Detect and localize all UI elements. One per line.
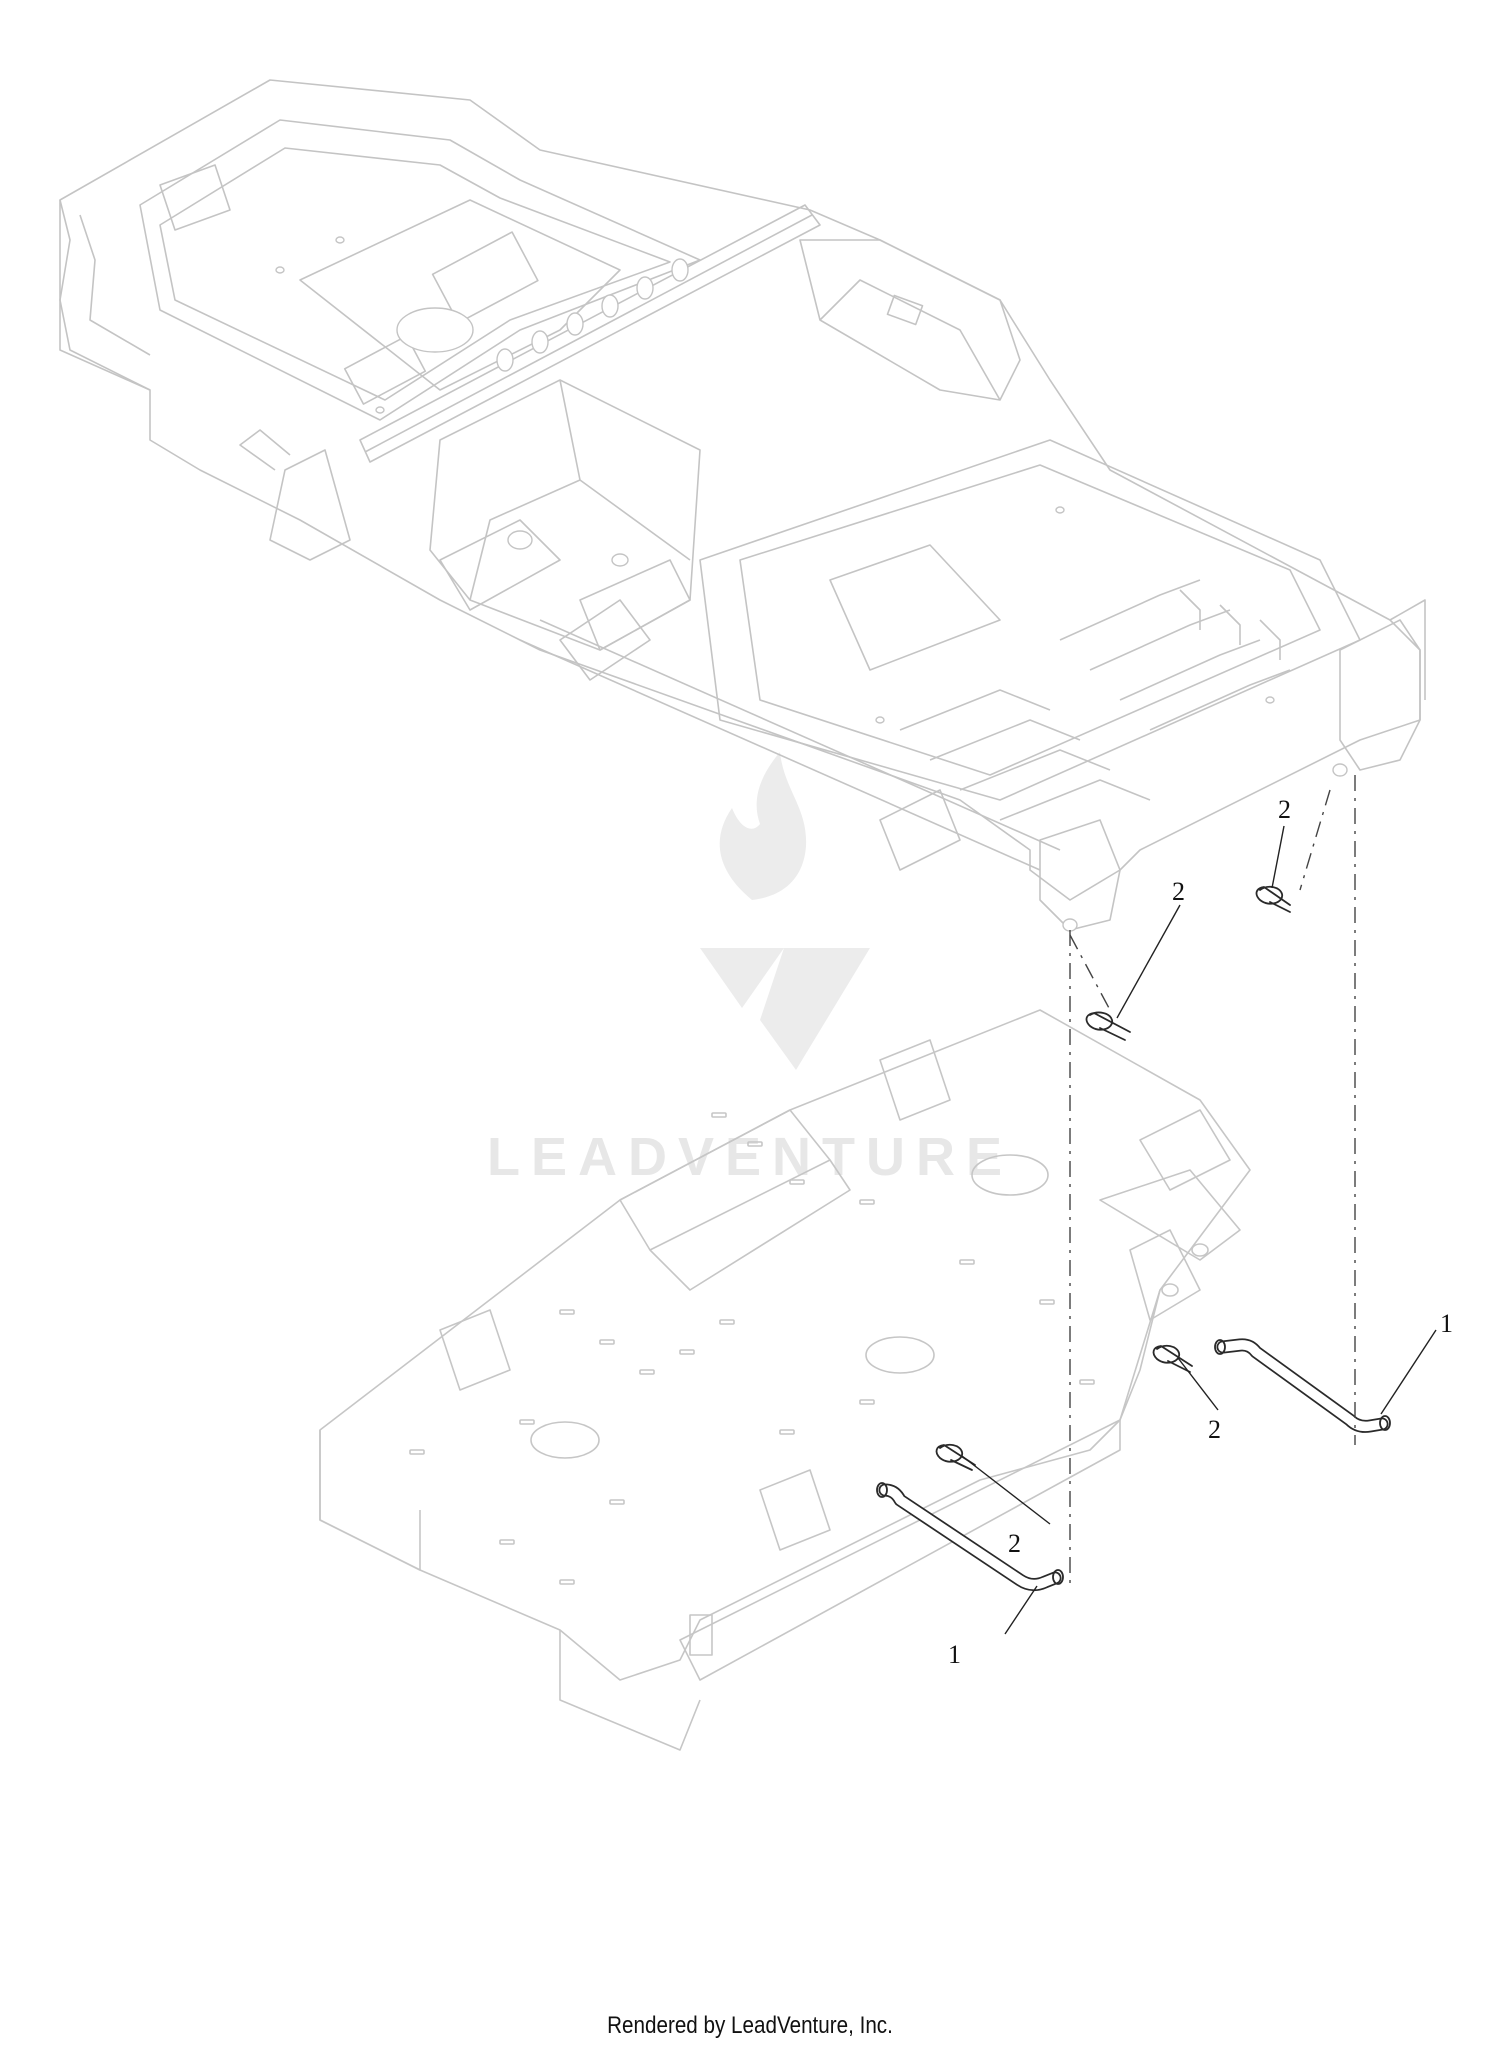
- watermark-flame-icon: [719, 752, 807, 900]
- callout-1-right: 1: [1440, 1309, 1453, 1338]
- watermark-v-logo-icon: [700, 948, 870, 1070]
- parts-highlighted: [876, 885, 1391, 1592]
- bar-part-1-right[interactable]: [1214, 1338, 1391, 1433]
- mower-deck: [319, 1009, 1251, 1751]
- callout-2-upper-left: 2: [1172, 877, 1185, 906]
- callouts: 1 1 2 2 2 2: [948, 795, 1453, 1669]
- bar-part-1-lower[interactable]: [876, 1482, 1064, 1592]
- watermark-text: LEADVENTURE: [487, 1127, 1013, 1187]
- callout-2-upper-right: 2: [1278, 795, 1291, 824]
- hairpin-clip-part-2-b[interactable]: [1255, 885, 1291, 913]
- footer-credit: Rendered by LeadVenture, Inc.: [607, 2012, 893, 2039]
- hairpin-clip-part-2-c[interactable]: [1152, 1344, 1193, 1373]
- mower-frame: [59, 79, 1426, 932]
- watermark: LEADVENTURE: [487, 752, 1013, 1187]
- callout-1-lower: 1: [948, 1640, 961, 1669]
- hairpin-clip-part-2-a[interactable]: [1085, 1011, 1131, 1041]
- leader-lines: [961, 825, 1437, 1635]
- frame-outline: [59, 79, 1421, 901]
- deck-outline: [319, 1009, 1251, 1681]
- callout-2-deck-left: 2: [1008, 1529, 1021, 1558]
- hairpin-clip-part-2-d[interactable]: [935, 1443, 976, 1471]
- alignment-lines: [1069, 775, 1356, 1590]
- callout-2-deck-right: 2: [1208, 1415, 1221, 1444]
